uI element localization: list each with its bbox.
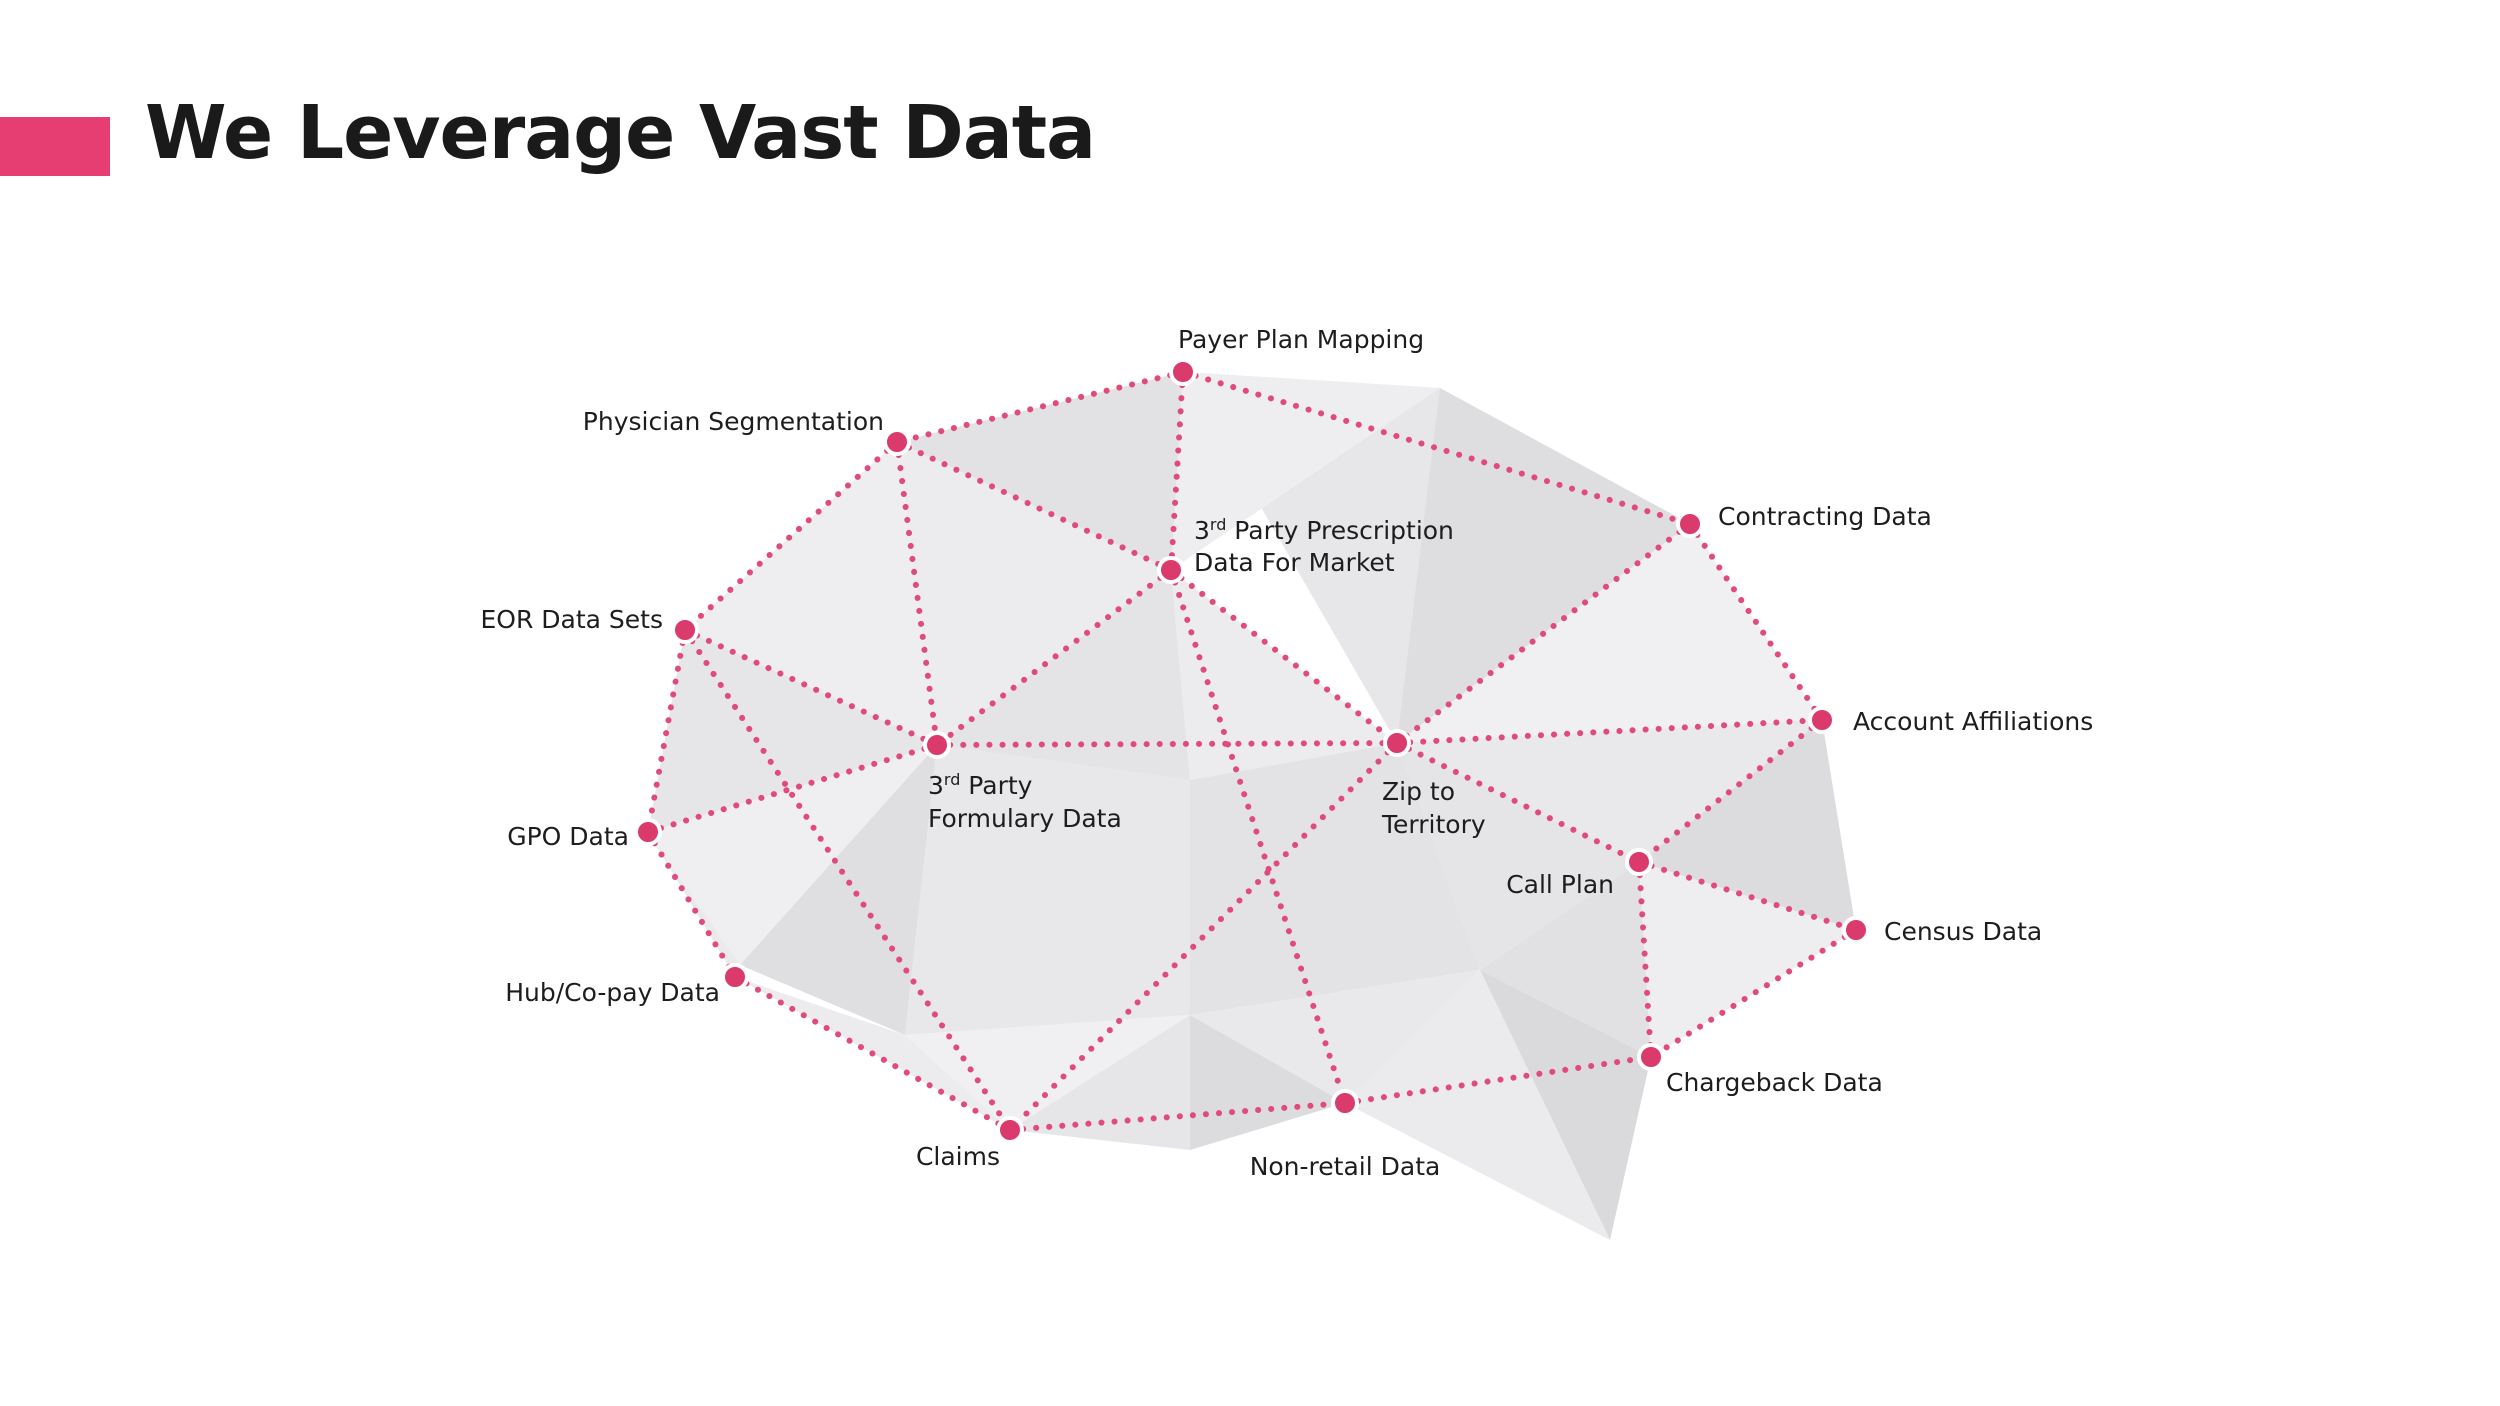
edge-formulary-gpo [645,742,940,835]
edge-zip-claims [1007,740,1400,1133]
background-facet [1190,1015,1345,1150]
background-facet [1480,862,1651,1057]
edge-claims-nonretail [1007,1100,1348,1133]
node-physician [883,428,911,456]
background-facet [1397,524,1822,743]
label-physician: Physician Segmentation [583,407,884,436]
background-facet [1639,720,1856,930]
node-contracting [1676,510,1704,538]
label-eor: EOR Data Sets [480,605,663,634]
node-prescription [1157,556,1185,584]
node-formulary [923,731,951,759]
slide-title: We Leverage Vast Data [145,90,1096,176]
node-callplan [1625,848,1653,876]
edge-hub-claims [732,974,1013,1133]
edge-eor-claims [682,627,1013,1133]
node-census [1842,916,1870,944]
brain-background [648,372,1856,1240]
node-chargeback [1637,1043,1665,1071]
edge-zip-affiliations [1394,717,1825,746]
background-facet [1397,388,1690,743]
edge-zip-callplan [1394,740,1642,865]
network-nodes [634,358,1870,1144]
edge-payer-contracting [1180,369,1693,527]
edge-nonretail-chargeback [1342,1054,1654,1106]
node-zip [1383,729,1411,757]
label-census: Census Data [1884,917,2042,946]
background-facet [740,745,937,1035]
node-eor [671,616,699,644]
node-claims [996,1116,1024,1144]
edge-gpo-hub [645,829,738,980]
edge-census-chargeback [1648,927,1859,1060]
background-facet [1397,720,1822,862]
background-facet [1171,570,1397,780]
node-nonretail [1331,1089,1359,1117]
background-facet [1190,743,1480,1015]
node-payer [1169,358,1197,386]
edge-physician-eor [682,439,900,633]
edge-prescription-zip [1168,567,1400,746]
label-nonretail: Non-retail Data [1250,1152,1441,1181]
edge-prescription-nonretail [1168,567,1348,1106]
background-facet [1639,862,1856,1057]
edge-contracting-affiliations [1687,521,1825,723]
label-claims: Claims [916,1142,1000,1171]
edge-callplan-census [1636,859,1859,933]
label-affiliations: Account Affiliations [1853,707,2093,736]
edge-physician-formulary [894,439,940,748]
label-callplan: Call Plan [1506,870,1614,899]
edge-prescription-formulary [934,567,1174,748]
background-facet [1345,970,1610,1240]
background-facet [897,442,1171,745]
background-facet [1190,970,1480,1103]
node-affiliations [1808,706,1836,734]
label-hub: Hub/Co-pay Data [505,978,720,1007]
background-facet [1171,372,1440,570]
background-facet [937,570,1190,780]
background-facet [1397,743,1639,970]
background-facet [897,372,1183,570]
node-hub [721,963,749,991]
background-facet [648,745,937,965]
edge-formulary-zip [934,740,1400,748]
label-gpo: GPO Data [507,822,629,851]
background-facet [648,630,937,832]
label-chargeback: Chargeback Data [1666,1068,1883,1097]
network-edges [645,369,1859,1133]
node-gpo [634,818,662,846]
background-facet [905,1015,1190,1130]
background-facet [648,832,740,977]
title-accent-bar [0,117,110,176]
background-facet [1480,970,1651,1240]
edge-eor-gpo [645,627,688,835]
background-facet [1010,1015,1190,1150]
edge-physician-prescription [894,439,1174,573]
edge-affiliations-callplan [1636,717,1825,865]
background-facet [685,442,937,745]
edge-contracting-zip [1394,521,1693,746]
label-payer: Payer Plan Mapping [1178,325,1424,354]
background-facet [905,745,1190,1035]
label-contracting: Contracting Data [1718,502,1932,531]
